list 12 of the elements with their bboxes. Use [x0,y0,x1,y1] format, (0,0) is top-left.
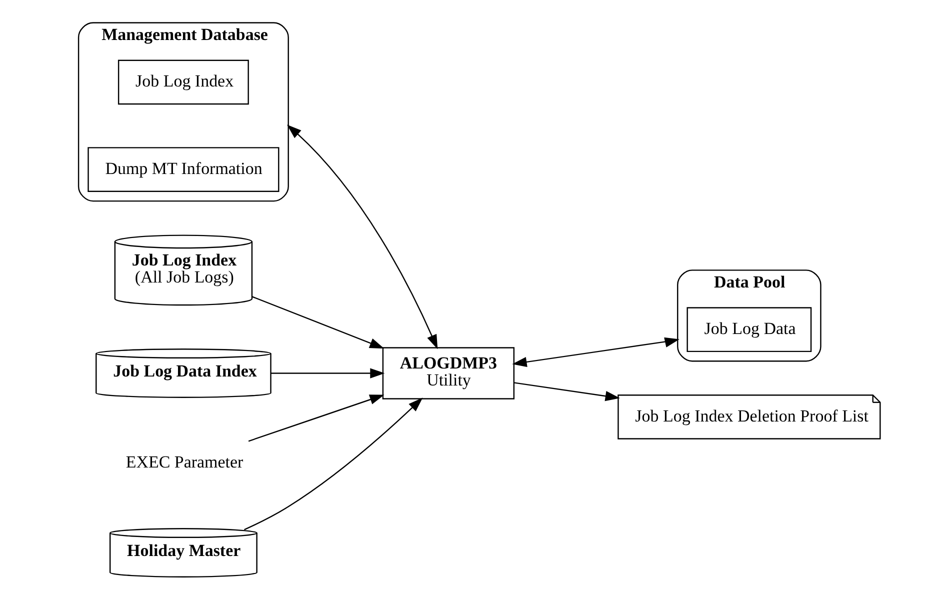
node-box: Dump MT Information [87,147,279,192]
arrow [252,296,384,349]
arrow [512,337,679,368]
node-text: EXEC Parameter [125,452,243,472]
arrow [270,368,384,378]
node-box: ALOGDMP3 Utility [382,347,514,400]
node-box: Job Log Data [686,307,812,352]
arrow [513,382,620,402]
node-box: Job Log Index [117,60,248,105]
arrow [244,398,422,530]
arrow [248,394,384,442]
arrow [286,124,438,350]
